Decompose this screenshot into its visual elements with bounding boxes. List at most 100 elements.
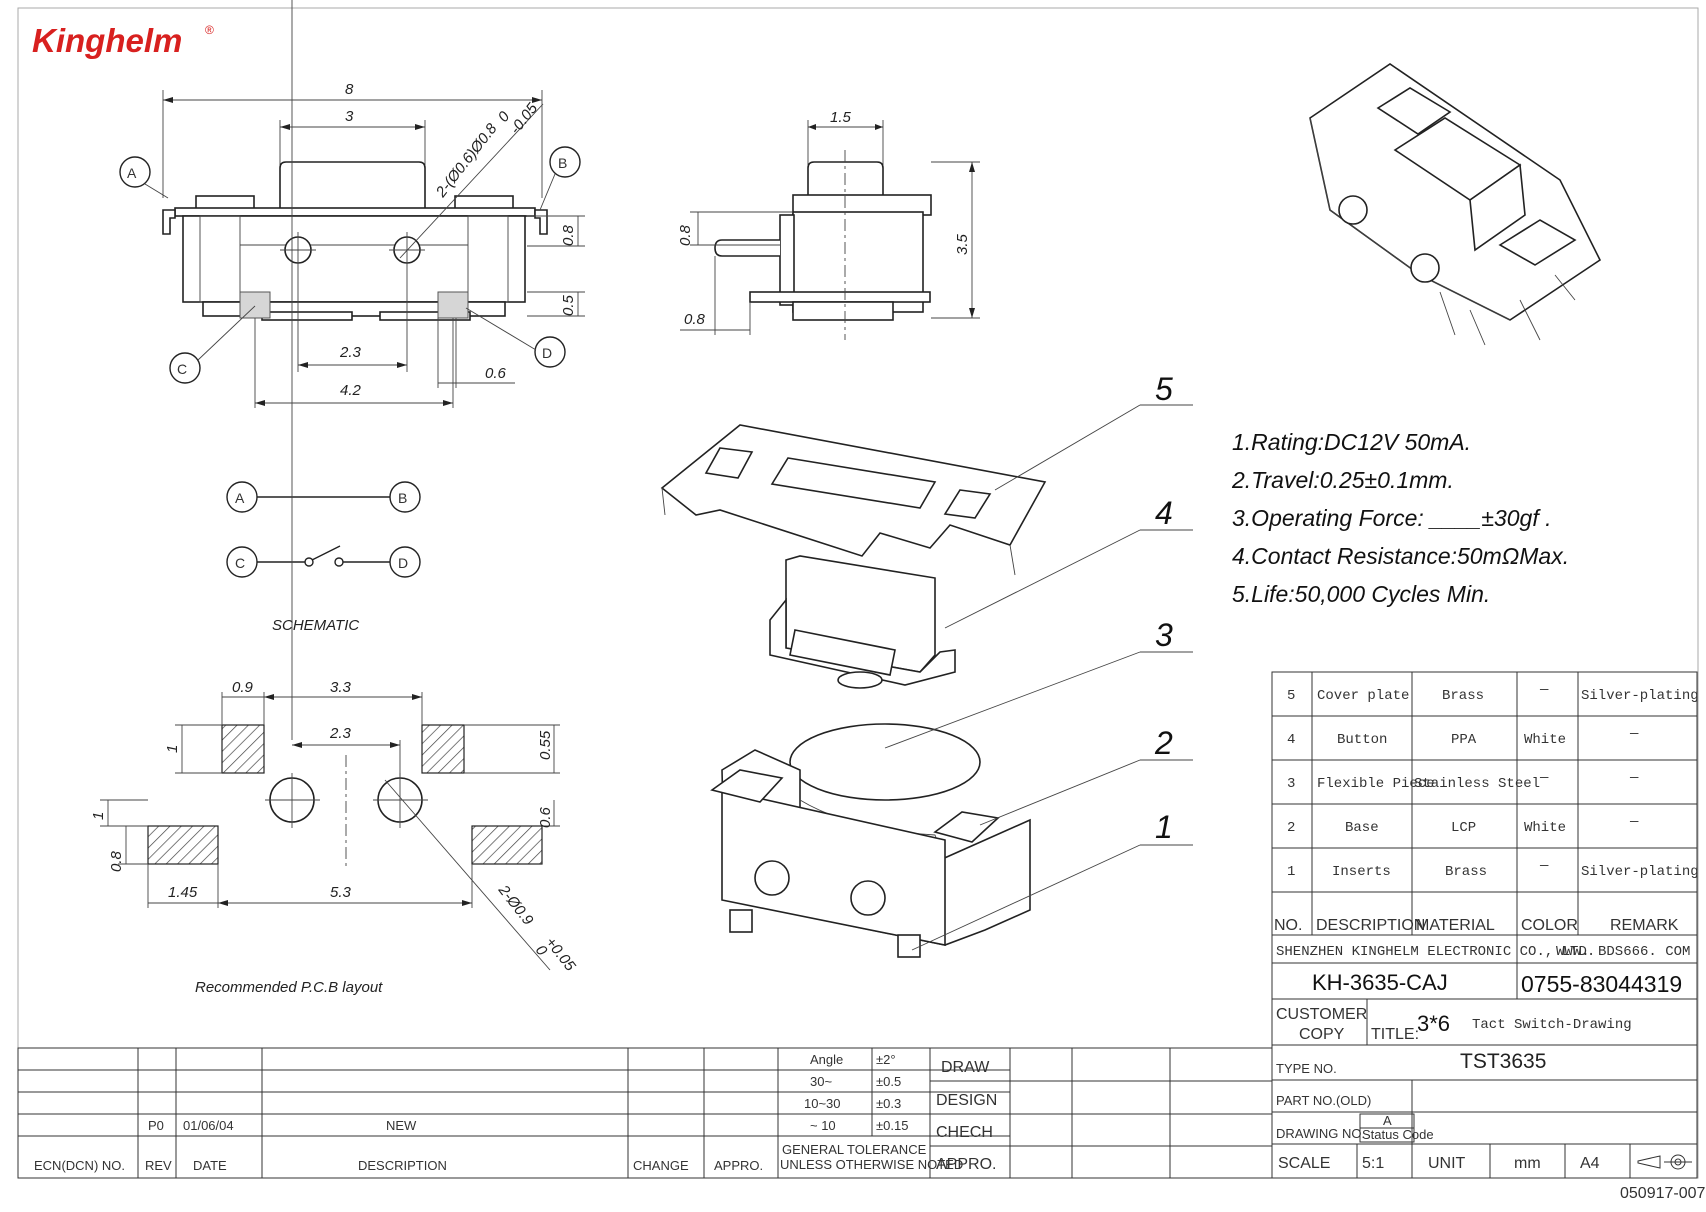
pcb-hole-note: 2-Ø0.9 <box>494 881 537 929</box>
part-no-old-label: PART NO.(OLD) <box>1276 1093 1371 1108</box>
svg-text:Silver-plating: Silver-plating <box>1581 864 1699 880</box>
svg-text:—: — <box>1539 770 1549 786</box>
svg-text:—: — <box>1629 726 1639 742</box>
type-no: TST3635 <box>1460 1050 1546 1073</box>
revision-block: P0 01/06/04 NEW ECN(DCN) NO. REV DATE DE… <box>17 1047 1273 1179</box>
svg-text:—: — <box>1629 770 1639 786</box>
pcb-dim-3.3: 3.3 <box>330 679 352 696</box>
bom-row: 4 Button PPA White — <box>1287 726 1639 748</box>
tol-r2-label: 10~30 <box>804 1096 841 1111</box>
pcb-dim-0.55: 0.55 <box>537 730 554 760</box>
pcb-dim-2.3: 2.3 <box>329 725 352 742</box>
svg-text:Cover plate: Cover plate <box>1317 688 1409 704</box>
bom-row: 3 Flexible Piece Stainless Steel — — <box>1287 770 1639 792</box>
header-date: DATE <box>193 1158 227 1173</box>
pcb-dim-0.6: 0.6 <box>537 806 554 828</box>
logo: Kinghelm ® <box>32 22 214 59</box>
title-label: TITLE: <box>1371 1026 1419 1043</box>
svg-text:Stainless Steel: Stainless Steel <box>1414 776 1540 792</box>
callout-4: 4 <box>1155 495 1173 531</box>
tol-note-2: UNLESS OTHERWISE NOTED <box>780 1157 963 1172</box>
tol-angle-label: Angle <box>810 1052 843 1067</box>
marker-a: A <box>127 165 137 181</box>
svg-text:3: 3 <box>1287 776 1295 792</box>
svg-text:Brass: Brass <box>1442 688 1484 704</box>
bom-row: 2 Base LCP White — <box>1287 814 1639 836</box>
pcb-dim-1a: 1 <box>164 745 181 753</box>
bom-table: 5 Cover plate Brass — Silver-plating 4 B… <box>1271 671 1699 935</box>
spec-1: 1.Rating:DC12V 50mA. <box>1232 429 1471 455</box>
header-desc: DESCRIPTION <box>358 1158 447 1173</box>
spec-3: 3.Operating Force: ____±30gf . <box>1232 505 1551 531</box>
rev-date: 01/06/04 <box>183 1118 234 1133</box>
pcb-hole-tol-upper: +0.05 <box>542 934 579 975</box>
drawing-no-label: DRAWING NO. <box>1276 1126 1365 1141</box>
dim-0.5: 0.5 <box>560 294 577 316</box>
callout-2: 2 <box>1154 725 1173 761</box>
status-code-label: Status Code <box>1362 1127 1434 1142</box>
pcb-dim-0.9: 0.9 <box>232 679 254 696</box>
paper-size: A4 <box>1580 1155 1600 1172</box>
type-no-label: TYPE NO. <box>1276 1061 1337 1076</box>
svg-text:Button: Button <box>1337 732 1387 748</box>
callout-5: 5 <box>1155 371 1173 407</box>
schematic-b: B <box>398 490 407 506</box>
rev-desc: NEW <box>386 1118 417 1133</box>
callout-1: 1 <box>1155 809 1173 845</box>
svg-text:LCP: LCP <box>1451 820 1476 836</box>
sign-check: CHECH <box>936 1124 993 1141</box>
title-block: SHENZHEN KINGHELM ELECTRONIC CO., LTD. W… <box>1271 934 1706 1202</box>
header-appro: APPRO. <box>714 1158 763 1173</box>
unit-label: UNIT <box>1428 1155 1466 1172</box>
bom-header-remark: REMARK <box>1610 917 1679 934</box>
svg-text:4: 4 <box>1287 732 1295 748</box>
schematic-c: C <box>235 555 245 571</box>
svg-text:White: White <box>1524 820 1566 836</box>
sign-design: DESIGN <box>936 1092 997 1109</box>
isometric-view <box>1309 63 1602 346</box>
svg-text:—: — <box>1539 858 1549 874</box>
customer-copy-line2: COPY <box>1299 1026 1345 1043</box>
company-name: SHENZHEN KINGHELM ELECTRONIC CO., LTD. <box>1276 944 1595 960</box>
projection-symbol-icon <box>1637 1154 1692 1170</box>
svg-text:Inserts: Inserts <box>1332 864 1391 880</box>
dim-8: 8 <box>345 81 354 98</box>
marker-d: D <box>542 345 552 361</box>
customer-copy-line1: CUSTOMER <box>1276 1006 1367 1023</box>
schematic-d: D <box>398 555 408 571</box>
pcb-layout-label: Recommended P.C.B layout <box>195 979 383 996</box>
logo-text: Kinghelm <box>32 22 182 59</box>
sign-appro: APPRO. <box>936 1156 996 1173</box>
side-view: 1.5 0.8 3.5 0.8 <box>677 109 980 340</box>
status-code-value: A <box>1383 1113 1392 1128</box>
schematic-a: A <box>235 490 245 506</box>
dim-0.8: 0.8 <box>560 224 577 246</box>
logo-registered: ® <box>205 23 214 37</box>
title-text: Tact Switch-Drawing <box>1472 1017 1632 1033</box>
schematic: A B C D SCHEMATIC <box>226 481 421 634</box>
svg-text:PPA: PPA <box>1451 732 1477 748</box>
tol-r3-label: ~ 10 <box>810 1118 836 1133</box>
svg-text:Base: Base <box>1345 820 1379 836</box>
bom-header-desc: DESCRIPTION <box>1316 917 1425 934</box>
spec-4: 4.Contact Resistance:50mΩMax. <box>1232 543 1569 569</box>
svg-text:—: — <box>1539 682 1549 698</box>
exploded-view: 5 4 3 2 1 <box>660 371 1193 958</box>
marker-c: C <box>177 361 187 377</box>
svg-text:5: 5 <box>1287 688 1295 704</box>
tol-r1-label: 30~ <box>810 1074 832 1089</box>
spec-5: 5.Life:50,000 Cycles Min. <box>1232 581 1490 607</box>
phone-number: 0755-83044319 <box>1521 971 1682 997</box>
svg-text:White: White <box>1524 732 1566 748</box>
dim-2.3: 2.3 <box>339 344 362 361</box>
schematic-label: SCHEMATIC <box>272 617 359 634</box>
dim-3: 3 <box>345 108 354 125</box>
bom-header-material: MATERIAL <box>1416 917 1495 934</box>
header-ecn: ECN(DCN) NO. <box>34 1158 125 1173</box>
unit-value: mm <box>1514 1155 1541 1172</box>
scale-label: SCALE <box>1278 1155 1330 1172</box>
tol-note-1: GENERAL TOLERANCE <box>782 1142 927 1157</box>
side-dim-1.5: 1.5 <box>830 109 852 126</box>
callout-3: 3 <box>1155 617 1173 653</box>
